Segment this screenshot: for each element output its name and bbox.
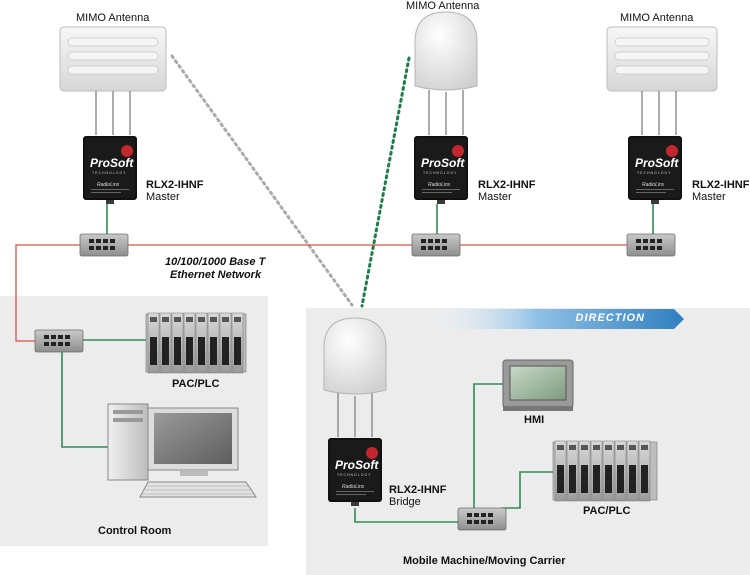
- link-mobile-radio: [354, 508, 458, 523]
- plc-control-room-icon: [145, 312, 247, 374]
- mobile-plc-label: PAC/PLC: [583, 505, 631, 517]
- switch-mobile: [457, 507, 507, 531]
- radio-left-model: RLX2-IHNF: [146, 179, 204, 191]
- link-mobile-plc: [502, 471, 553, 509]
- radio-mobile-device: [328, 438, 382, 506]
- switch-center: [411, 233, 461, 257]
- wireless-link-center: [360, 56, 411, 308]
- hmi-icon: [502, 359, 574, 411]
- mimo-antenna-center-icon: [414, 11, 478, 135]
- switch-control-room: [34, 329, 84, 353]
- mimo-antenna-mobile-icon: [323, 317, 387, 437]
- radio-right-model: RLX2-IHNF: [692, 179, 750, 191]
- link-control-pc: [61, 352, 108, 448]
- radio-mobile-model: RLX2-IHNF: [389, 484, 447, 496]
- ethernet-backbone: [15, 244, 80, 342]
- radio-left-role: Master: [146, 191, 180, 203]
- switch-left: [79, 233, 129, 257]
- antenna-right-label: MIMO Antenna: [620, 12, 694, 24]
- mobile-area-title: Mobile Machine/Moving Carrier: [403, 555, 566, 567]
- radio-center-model: RLX2-IHNF: [478, 179, 536, 191]
- network-label-line2: Ethernet Network: [170, 269, 262, 281]
- mimo-antenna-right-icon: [606, 26, 718, 135]
- hmi-label: HMI: [524, 414, 545, 426]
- network-label-line1: 10/100/1000 Base T: [165, 256, 266, 268]
- radio-left-device: [83, 136, 137, 204]
- plc-mobile-icon: [552, 440, 658, 502]
- control-plc-label: PAC/PLC: [172, 378, 220, 390]
- radio-center-role: Master: [478, 191, 512, 203]
- computer-icon: [107, 403, 257, 498]
- radio-right-role: Master: [692, 191, 726, 203]
- antenna-left-label: MIMO Antenna: [76, 12, 150, 24]
- switch-right: [626, 233, 676, 257]
- link-mobile-hmi: [473, 383, 503, 510]
- direction-indicator: DIRECTION: [418, 309, 683, 329]
- direction-arrow: [418, 309, 684, 329]
- wireless-link-left: [170, 54, 354, 307]
- mimo-antenna-left-icon: [59, 26, 167, 135]
- control-room-title: Control Room: [98, 525, 172, 537]
- antenna-center-label: MIMO Antenna: [406, 0, 480, 12]
- direction-label: DIRECTION: [575, 312, 645, 324]
- radio-center-device: [414, 136, 468, 204]
- radio-mobile-role: Bridge: [389, 496, 421, 508]
- radio-right-device: [628, 136, 682, 204]
